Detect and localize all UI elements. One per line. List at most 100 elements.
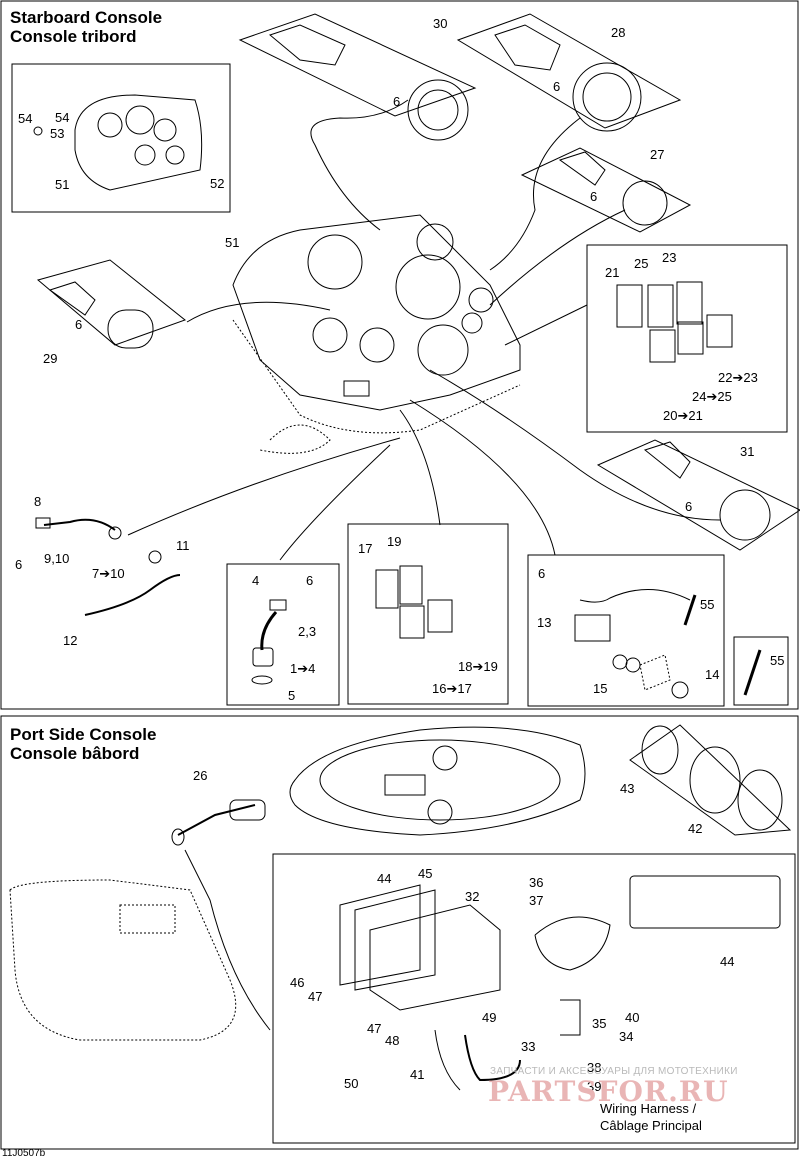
console-lower-edge — [232, 319, 521, 434]
bracket-28 — [494, 24, 561, 71]
callout-9-10: 9,10 — [44, 551, 69, 566]
callout-6-27: 6 — [590, 189, 597, 204]
gauge-31-frame — [596, 439, 800, 551]
gauge-28 — [572, 62, 642, 132]
callout-42: 42 — [688, 821, 702, 836]
inset-gauge — [125, 105, 155, 135]
frame-55 — [733, 636, 789, 706]
callout-4: 4 — [252, 573, 259, 588]
callout-16-17: 16➔17 — [432, 681, 472, 696]
seal-5 — [251, 675, 273, 685]
callout-24-25: 24➔25 — [692, 389, 732, 404]
callout-6-13: 6 — [538, 566, 545, 581]
bracket-29 — [48, 281, 96, 316]
switch-label-23 — [676, 281, 703, 325]
starboard-title-fr: Console tribord — [10, 27, 137, 46]
switch-25 — [677, 321, 704, 355]
callout-30: 30 — [433, 16, 447, 31]
connector-8 — [35, 517, 51, 529]
boat-port-console — [384, 774, 426, 796]
callout-19: 19 — [387, 534, 401, 549]
port-console-opening — [119, 904, 176, 934]
speaker-grille — [737, 769, 783, 831]
callout-2-3: 2,3 — [298, 624, 316, 639]
console-gauge-hole — [395, 254, 461, 320]
bezel-44 — [339, 884, 421, 986]
callout-47: 47 — [308, 989, 322, 1004]
boat-seat — [427, 799, 453, 825]
tie-55b — [743, 649, 762, 696]
radio-32 — [369, 904, 501, 1011]
frame-13-15 — [527, 554, 725, 707]
bracket-35 — [560, 999, 581, 1036]
panel-15 — [639, 654, 671, 691]
boat-hull — [289, 726, 586, 836]
port-console-outline — [9, 879, 237, 1041]
washer-15 — [612, 654, 628, 670]
connector-7 — [108, 526, 122, 540]
callout-26: 26 — [193, 768, 207, 783]
gauge-28-frame — [456, 13, 682, 129]
seal-11 — [148, 550, 162, 564]
inset-console-frame — [11, 63, 231, 213]
mount-hole-outline — [259, 424, 331, 454]
callout-6-1: 6 — [306, 573, 313, 588]
gauge-31 — [719, 489, 771, 541]
bracket-31 — [643, 441, 691, 479]
wiring-label-fr: Câblage Principal — [600, 1118, 702, 1133]
cable-8 — [43, 518, 116, 531]
callout-55: 55 — [700, 597, 714, 612]
console-51 — [232, 214, 521, 411]
callout-40: 40 — [625, 1010, 639, 1025]
leader-line — [399, 409, 441, 526]
gauge-30-face — [417, 89, 459, 131]
speaker-frame — [629, 724, 792, 836]
watermark-text: ЗАПЧАСТИ И АКСЕССУАРЫ ДЛЯ МОТОТЕХНИКИ — [490, 1066, 738, 1077]
speaker-bezel-43 — [641, 725, 679, 775]
callout-37: 37 — [529, 893, 543, 908]
leader-line — [409, 399, 556, 556]
port-title: Port Side Console Console bâbord — [10, 725, 156, 763]
callouts: 30 28 27 54 54 53 51 52 51 29 21 25 23 2… — [15, 16, 784, 1133]
sensor-lead — [260, 611, 278, 651]
callout-34: 34 — [619, 1029, 633, 1044]
inset-gauge — [97, 112, 123, 138]
inset-gauge — [134, 144, 156, 166]
console-gauge-hole — [468, 287, 494, 313]
label-19 — [399, 565, 423, 605]
boat-seat — [432, 745, 458, 771]
switch-19 — [427, 599, 453, 633]
callout-33: 33 — [521, 1039, 535, 1054]
bezel-45 — [354, 889, 436, 991]
bracket-27 — [558, 151, 606, 186]
callout-6-29: 6 — [75, 317, 82, 332]
tie-55 — [683, 594, 697, 626]
leader-line — [186, 301, 331, 323]
callout-31: 31 — [740, 444, 754, 459]
callout-35: 35 — [592, 1016, 606, 1031]
console-switch-panel — [343, 380, 370, 397]
switch-label-25 — [647, 284, 674, 328]
starboard-frame — [0, 0, 799, 710]
console-gauge-hole — [359, 327, 395, 363]
callout-45: 45 — [418, 866, 432, 881]
port-title-fr: Console bâbord — [10, 744, 140, 763]
switch-label-21 — [616, 284, 643, 328]
antenna-41 — [434, 1029, 461, 1091]
console-gauge-hole — [307, 234, 363, 290]
leader-line — [504, 304, 588, 346]
console-gauge-hole — [417, 324, 469, 376]
port-title-en: Port Side Console — [10, 725, 157, 744]
washer-15 — [625, 657, 641, 673]
vent-26 — [229, 799, 266, 821]
diagram-code: 11J0507b — [2, 1148, 46, 1159]
watermark-logo: PARTSFOR.RU — [488, 1075, 729, 1108]
gauge-28-face — [582, 72, 632, 122]
callout-5: 5 — [288, 688, 295, 703]
callout-20-21: 20➔21 — [663, 408, 703, 423]
gauge-27-frame — [520, 147, 692, 233]
callout-21: 21 — [605, 265, 619, 280]
inset-gauge — [153, 118, 177, 142]
connector-4 — [269, 599, 287, 611]
